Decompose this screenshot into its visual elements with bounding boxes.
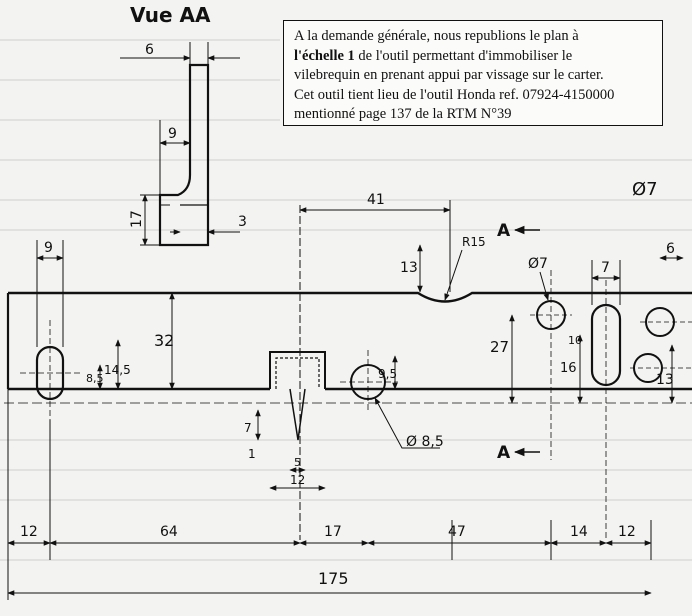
dim-top-offset: 41 xyxy=(367,192,385,208)
dim-view-width: 6 xyxy=(145,42,154,58)
dim-hole-c: Ø 8,5 xyxy=(406,434,444,450)
dim-view-thickness: 3 xyxy=(238,214,247,230)
dim-bottom-3: 17 xyxy=(324,524,342,540)
dim-height-8-5: 8,5 xyxy=(86,372,104,385)
dim-notch-depth: 13 xyxy=(400,260,418,276)
dim-height-13: 13 xyxy=(656,372,674,388)
dim-tab-1: 1 xyxy=(248,447,256,461)
dim-total: 175 xyxy=(318,569,349,588)
section-mark-top: A xyxy=(497,221,511,241)
dim-tab-5: 5 xyxy=(294,456,301,469)
info-note: A la demande générale, nous republions l… xyxy=(283,20,663,126)
note-line-3: vilebrequin en prenant appui par vissage… xyxy=(294,67,604,83)
side-view-aa: Vue AA 6 9 17 3 xyxy=(120,3,247,247)
dim-bottom-5: 14 xyxy=(570,524,588,540)
dim-height-16: 16 xyxy=(560,361,577,376)
dim-height-9-5: 9,5 xyxy=(378,367,397,381)
dim-hole-a: Ø7 xyxy=(528,256,548,272)
note-line-1: A la demande générale, nous republions l… xyxy=(294,28,579,44)
dim-height-10: 10 xyxy=(568,334,582,347)
note-line-4: Cet outil tient lieu de l'outil Honda re… xyxy=(294,86,615,103)
dim-spacing-7: 7 xyxy=(601,260,610,276)
dim-hole-b: Ø7 xyxy=(632,179,658,200)
dim-bottom-4: 47 xyxy=(448,524,466,540)
dim-view-step: 9 xyxy=(168,126,177,142)
dim-view-height: 17 xyxy=(129,210,145,228)
dim-slot-width: 9 xyxy=(44,240,53,256)
tool-plate xyxy=(4,270,692,540)
note-line-2: de l'outil permettant d'immobiliser le xyxy=(354,47,573,64)
dim-bottom-1: 12 xyxy=(20,524,38,540)
dim-radius: R15 xyxy=(462,235,486,249)
view-title: Vue AA xyxy=(130,3,211,27)
dim-height-14-5: 14,5 xyxy=(104,363,131,377)
dimensions xyxy=(7,200,684,600)
dim-spacing-6: 6 xyxy=(666,241,675,257)
dim-tab-7: 7 xyxy=(244,421,252,435)
dim-height-32: 32 xyxy=(154,331,174,350)
dim-bottom-6: 12 xyxy=(618,524,636,540)
dim-height-27: 27 xyxy=(490,338,509,356)
dim-tab-12: 12 xyxy=(290,473,305,487)
note-scale: l'échelle 1 xyxy=(294,47,355,64)
section-mark-bottom: A xyxy=(497,443,511,463)
dimension-labels: 9 41 R15 13 Ø7 Ø7 7 6 32 14,5 8,5 27 16 … xyxy=(20,179,675,588)
dim-bottom-2: 64 xyxy=(160,524,178,540)
note-line-5: mentionné page 137 de la RTM N°39 xyxy=(294,106,512,122)
